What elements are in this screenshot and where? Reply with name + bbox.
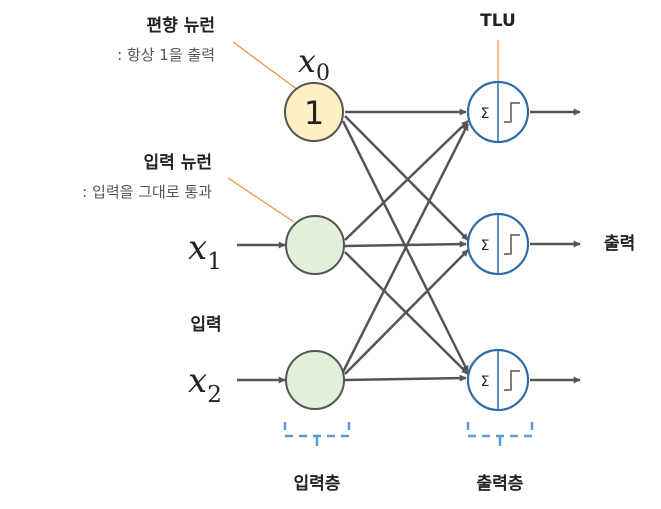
edge-x1-tlu2 — [344, 240, 467, 248]
callout-bias — [232, 41, 299, 91]
var-x0: x0 — [298, 42, 330, 86]
sigma-symbol: Σ — [481, 106, 490, 122]
output-layer-label: 출력층 — [477, 474, 524, 494]
tlu-label: TLU — [480, 11, 516, 31]
callout-lines — [227, 40, 499, 223]
bias-neuron-title: 편향 뉴런 — [147, 15, 215, 36]
input-arrows — [237, 241, 286, 384]
edge-x2-tlu1 — [341, 123, 470, 373]
input-neuron-2 — [285, 350, 345, 410]
bias-neuron-value: 1 — [304, 94, 324, 132]
sigma-symbol: Σ — [481, 374, 490, 390]
input-neuron-1 — [285, 215, 345, 275]
edge-x1-tlu1 — [344, 120, 469, 241]
sigma-symbol: Σ — [481, 238, 490, 254]
tlu-neuron-2: Σ — [466, 212, 530, 276]
output-arrows — [530, 108, 581, 384]
tlu-neuron-1: Σ — [466, 80, 530, 144]
tlu-neuron-3: Σ — [466, 348, 530, 412]
var-x2: x2 — [188, 361, 222, 408]
edge-x2-tlu2 — [344, 249, 469, 375]
input-neuron-desc: : 입력을 그대로 통과 — [82, 183, 212, 201]
input-label: 입력 — [190, 315, 221, 335]
input-layer-bracket — [283, 422, 351, 446]
bias-neuron: 1 — [284, 82, 344, 142]
edge-x2-tlu3 — [344, 374, 467, 382]
var-x1: x1 — [188, 228, 222, 275]
bias-neuron-desc: : 항상 1을 출력 — [117, 46, 215, 64]
edge-x0-tlu2 — [344, 115, 469, 241]
step-function-icon — [504, 370, 520, 391]
callout-input — [227, 177, 295, 223]
step-function-icon — [504, 234, 520, 255]
connection-lines — [341, 108, 470, 382]
step-function-icon — [504, 102, 520, 123]
output-layer-bracket — [466, 422, 534, 446]
input-layer-label: 입력층 — [294, 474, 341, 494]
input-neuron-title: 입력 뉴런 — [144, 153, 212, 173]
output-label: 출력 — [604, 234, 635, 254]
